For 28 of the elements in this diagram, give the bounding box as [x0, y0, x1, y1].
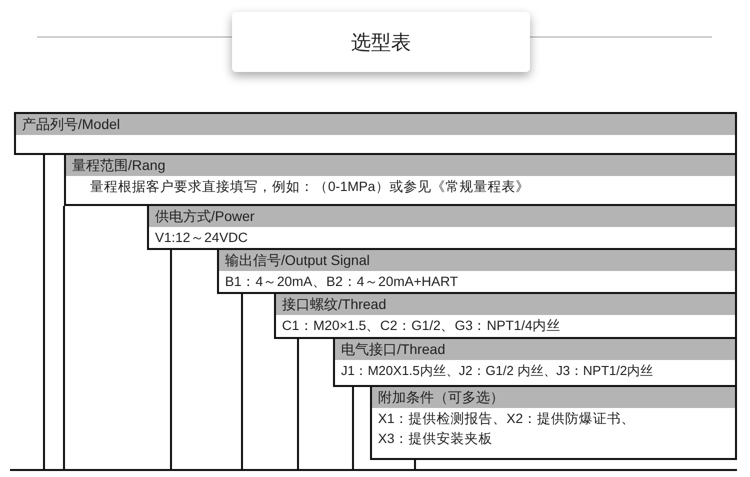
option-box	[274, 292, 737, 339]
option-box	[333, 337, 737, 387]
option-box	[14, 112, 737, 155]
connector-line	[43, 155, 45, 469]
option-text: C1：M20×1.5、C2：G1/2、G3：NPT1/4内丝	[281, 317, 562, 335]
option-box	[64, 153, 737, 206]
option-heading: 产品列号/Model	[16, 114, 735, 135]
option-heading: 电气接口/Thread	[335, 339, 735, 360]
option-heading: 输出信号/Output Signal	[219, 250, 735, 271]
connector-line	[297, 339, 299, 469]
option-text: J1：M20X1.5内丝、J2：G1/2 内丝、J3：NPT1/2内丝	[340, 362, 654, 380]
connector-line	[241, 294, 243, 469]
connector-line	[352, 387, 354, 469]
option-box	[217, 248, 737, 294]
connector-line	[414, 460, 416, 469]
option-heading: 供电方式/Power	[149, 206, 735, 227]
option-heading: 附加条件（可多选）	[372, 387, 735, 408]
option-text: V1:12～24VDC	[154, 229, 249, 247]
title-text: 选型表	[351, 30, 411, 56]
option-text: 量程根据客户要求直接填写，例如：（0-1MPa）或参见《常规量程表》	[89, 178, 530, 196]
option-heading: 量程范围/Rang	[66, 155, 735, 176]
connector-line	[63, 206, 65, 469]
option-text: B1：4～20mA、B2：4～20mA+HART	[224, 273, 459, 291]
option-box	[147, 204, 737, 250]
connector-line	[170, 250, 172, 469]
option-heading: 接口螺纹/Thread	[276, 294, 735, 315]
option-text: X1：提供检测报告、X2：提供防爆证书、 X3：提供安装夹板	[377, 410, 636, 448]
option-box	[370, 385, 737, 460]
